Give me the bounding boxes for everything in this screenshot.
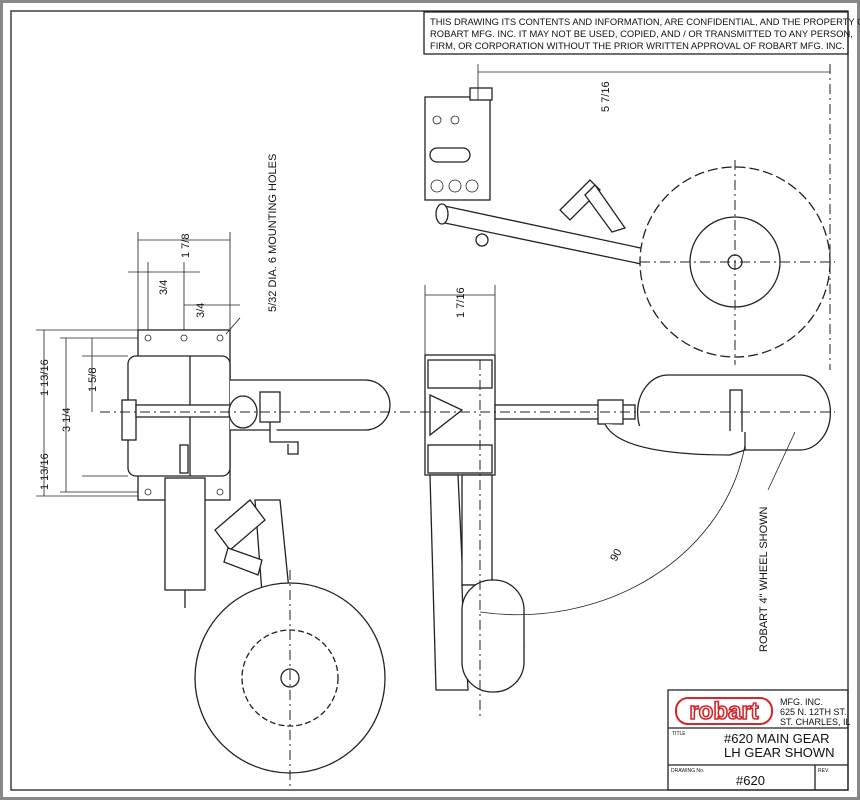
svg-text:robart: robart xyxy=(689,698,758,725)
angle-label: 90 xyxy=(608,547,625,564)
dimension-label: 5 7/16 xyxy=(600,81,612,112)
robart-logo: robart xyxy=(675,697,773,726)
company-city: ST. CHARLES, IL xyxy=(780,717,851,727)
notice-line: ROBART MFG. INC. IT MAY NOT BE USED, COP… xyxy=(430,28,853,39)
dimension-label: 3 1/4 xyxy=(61,408,73,432)
dimension-label: 1 13/16 xyxy=(39,453,51,490)
title-block: robart MFG. INC. 625 N. 12TH ST. ST. CHA… xyxy=(667,689,851,791)
notice-line: THIS DRAWING ITS CONTENTS AND INFORMATIO… xyxy=(430,16,860,27)
dimension-label: 3/4 xyxy=(195,303,207,318)
company-name: MFG. INC. xyxy=(780,697,823,707)
dimension-label: 3/4 xyxy=(158,280,170,295)
dimension-label: 1 13/16 xyxy=(39,359,51,396)
notice-line: FIRM, OR CORPORATION WITHOUT THE PRIOR W… xyxy=(430,40,845,51)
dimension-label: 1 7/16 xyxy=(455,287,467,318)
drawing-title: #620 MAIN GEAR xyxy=(724,731,830,746)
front-view-dimensions: 1 7/8 3/4 3/4 5/32 DIA. 6 MOUNTING HOLES… xyxy=(36,154,279,497)
drawing-no-label: DRAWING No. xyxy=(671,768,704,774)
wheel-note: ROBART 4" WHEEL SHOWN xyxy=(758,506,770,652)
drawing-number: #620 xyxy=(736,773,765,788)
confidentiality-notice: THIS DRAWING ITS CONTENTS AND INFORMATIO… xyxy=(423,11,860,55)
company-address: 625 N. 12TH ST. xyxy=(780,707,847,717)
bottom-view: 1 7/16 90 ROBART 4" WHEEL SHOWN xyxy=(400,285,835,720)
drawing-border xyxy=(10,10,849,791)
title-label: TITLE xyxy=(672,731,686,737)
dimension-label: 1 7/8 xyxy=(180,234,192,258)
dimension-label: 1 5/8 xyxy=(87,368,99,392)
drawing-subtitle: LH GEAR SHOWN xyxy=(724,745,835,760)
side-view: 5 7/16 xyxy=(424,64,835,370)
rev-label: REV. xyxy=(818,768,829,774)
mounting-holes-note: 5/32 DIA. 6 MOUNTING HOLES xyxy=(267,154,279,312)
